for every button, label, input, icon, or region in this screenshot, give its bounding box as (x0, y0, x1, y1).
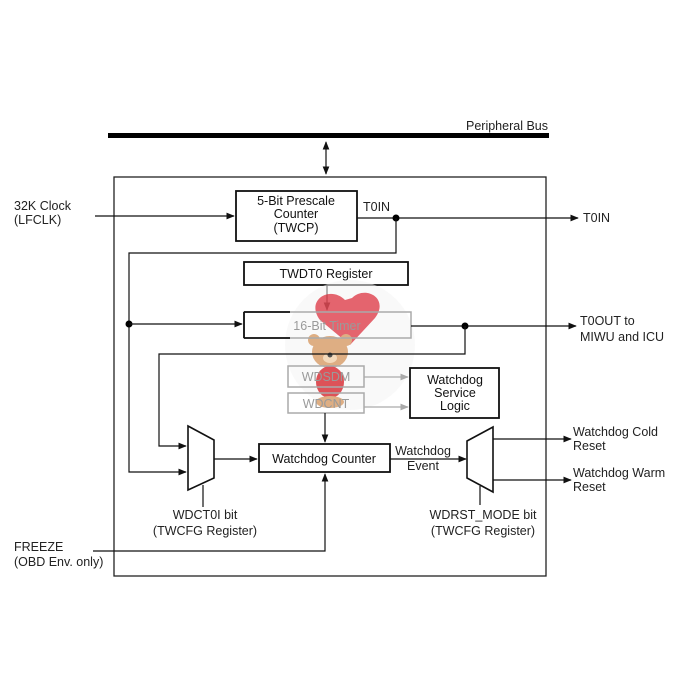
clock-input-label-1: 32K Clock (14, 199, 72, 213)
warm-reset-label-1: Watchdog Warm (573, 466, 665, 480)
prescale-label-2: Counter (274, 207, 318, 221)
cold-reset-label-2: Reset (573, 439, 606, 453)
t0in-feedback-wire (128, 218, 397, 476)
prescale-label-3: (TWCP) (273, 221, 318, 235)
watermark (285, 280, 415, 410)
peripheral-bus: Peripheral Bus (108, 119, 549, 175)
wdsdm-label: WDSDM (302, 370, 351, 384)
twdt0-register-block: TWDT0 Register (243, 261, 409, 286)
warm-reset-label-2: Reset (573, 480, 606, 494)
wdct0i-label-2: (TWCFG Register) (153, 524, 257, 538)
service-logic-label-2: Service (434, 386, 476, 400)
teddy-body-icon (316, 366, 344, 398)
wdrst-label-2: (TWCFG Register) (431, 524, 535, 538)
teddy-head-icon (312, 336, 348, 368)
t0out-feedback-wire (158, 326, 466, 450)
prescale-counter-block: 5-Bit Prescale Counter (TWCP) (235, 190, 358, 242)
twdt0-label: TWDT0 Register (279, 267, 372, 281)
watchdog-event-label-2: Event (407, 459, 439, 473)
freeze-wire (93, 473, 329, 552)
wdcnt-label: WDCNT (303, 397, 350, 411)
wdrst-mode-mux (466, 425, 494, 494)
wdct0i-label-1: WDCT0I bit (173, 508, 238, 522)
t0in-internal-label: T0IN (363, 200, 390, 214)
bus-bar (108, 133, 549, 138)
prescale-label-1: 5-Bit Prescale (257, 194, 335, 208)
service-logic-label-1: Watchdog (427, 373, 483, 387)
freeze-label-2: (OBD Env. only) (14, 555, 103, 569)
watchdog-counter-label: Watchdog Counter (272, 452, 376, 466)
watchdog-counter-block: Watchdog Counter (258, 443, 391, 473)
module-boundary (113, 176, 547, 577)
t0out-label-1: T0OUT to (580, 314, 635, 328)
freeze-label-1: FREEZE (14, 540, 63, 554)
wdcnt-register-block: WDCNT (287, 392, 365, 414)
service-logic-label-3: Logic (440, 399, 470, 413)
bus-label: Peripheral Bus (466, 119, 548, 133)
heart-balloon-icon (315, 292, 380, 345)
wdct0i-mux (187, 424, 215, 492)
t0in-output-label: T0IN (583, 211, 610, 225)
t0out-label-2: MIWU and ICU (580, 330, 664, 344)
clock-input-label-2: (LFCLK) (14, 213, 61, 227)
timer16-label: 16-Bit Timer (293, 319, 360, 333)
watchdog-service-logic-block: Watchdog Service Logic (409, 367, 500, 419)
cold-reset-label-1: Watchdog Cold (573, 425, 658, 439)
wdrst-label-1: WDRST_MODE bit (430, 508, 537, 522)
watchdog-event-label-1: Watchdog (395, 444, 451, 458)
timer16-block: 16-Bit Timer (243, 311, 412, 339)
